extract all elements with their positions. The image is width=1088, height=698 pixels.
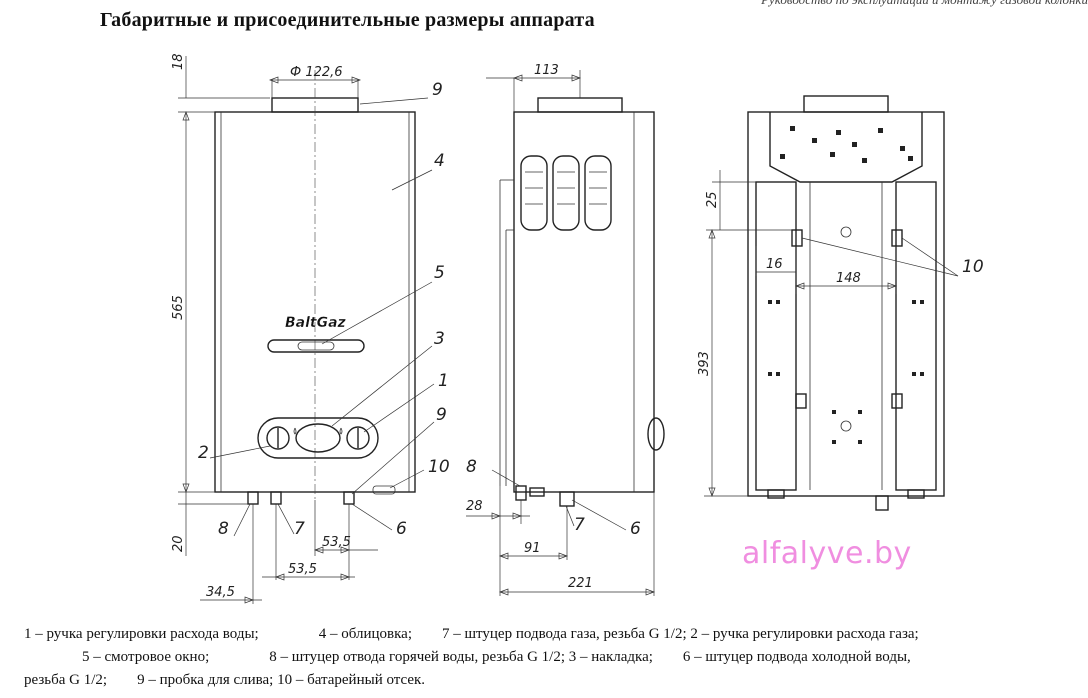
dim-back-height: 393 (697, 351, 712, 376)
brand-label: BaltGaz (285, 315, 347, 331)
dim-spacing-b: 53,5 (288, 562, 317, 577)
callout-7-front: 7 (294, 519, 305, 539)
front-view: BaltGaz Ф 122,6 18 565 20 (171, 53, 450, 604)
header-note: Руководство по эксплуатации и монтажу га… (761, 0, 1088, 8)
callout-6-front: 6 (396, 519, 407, 539)
legend-row-2: 5 – смотровое окно;8 – штуцер отвода гор… (82, 649, 911, 665)
callout-9-bottom: 9 (436, 405, 447, 425)
dim-left-offset: 34,5 (206, 585, 235, 600)
dim-front-height: 565 (171, 295, 186, 320)
dim-bottom-offset: 20 (171, 535, 186, 552)
callout-10-back: 10 (962, 257, 984, 277)
dim-side-left-offset: 28 (466, 499, 483, 514)
dim-back-top-offset: 25 (705, 191, 720, 208)
dim-side-fitting-offset: 91 (524, 541, 541, 556)
back-view: 25 16 148 393 10 (697, 95, 984, 511)
callout-6-side: 6 (630, 519, 641, 539)
dim-top-offset: 18 (171, 53, 186, 70)
dim-pipe-diameter: Ф 122,6 (290, 65, 343, 80)
technical-drawing: BaltGaz Ф 122,6 18 565 20 (171, 53, 984, 604)
callout-8-side: 8 (466, 457, 477, 477)
callout-10-front: 10 (428, 457, 450, 477)
callout-8-front: 8 (218, 519, 229, 539)
dim-side-depth: 221 (568, 576, 593, 591)
dim-spacing-a: 53,5 (322, 535, 351, 550)
callout-2: 2 (198, 443, 209, 463)
callout-7-side: 7 (574, 515, 585, 535)
callout-3: 3 (434, 329, 445, 349)
dim-side-pipe-offset: 113 (534, 63, 559, 78)
legend: 1 – ручка регулировки расхода воды;4 – о… (24, 623, 1086, 692)
legend-row-1: 1 – ручка регулировки расхода воды;4 – о… (24, 626, 919, 642)
side-view: 113 28 91 221 8 7 6 (466, 63, 665, 596)
page-title: Габаритные и присоединительные размеры а… (100, 9, 595, 31)
callout-1: 1 (438, 371, 449, 391)
legend-row-3: резьба G 1/2;9 – пробка для слива; 10 – … (24, 672, 426, 688)
dim-back-side-offset: 16 (766, 257, 783, 272)
dim-back-width: 148 (836, 271, 861, 286)
callout-9-top: 9 (432, 80, 443, 100)
callout-4: 4 (434, 151, 445, 171)
callout-5: 5 (434, 263, 445, 283)
watermark: alfalyve.by (742, 536, 912, 571)
